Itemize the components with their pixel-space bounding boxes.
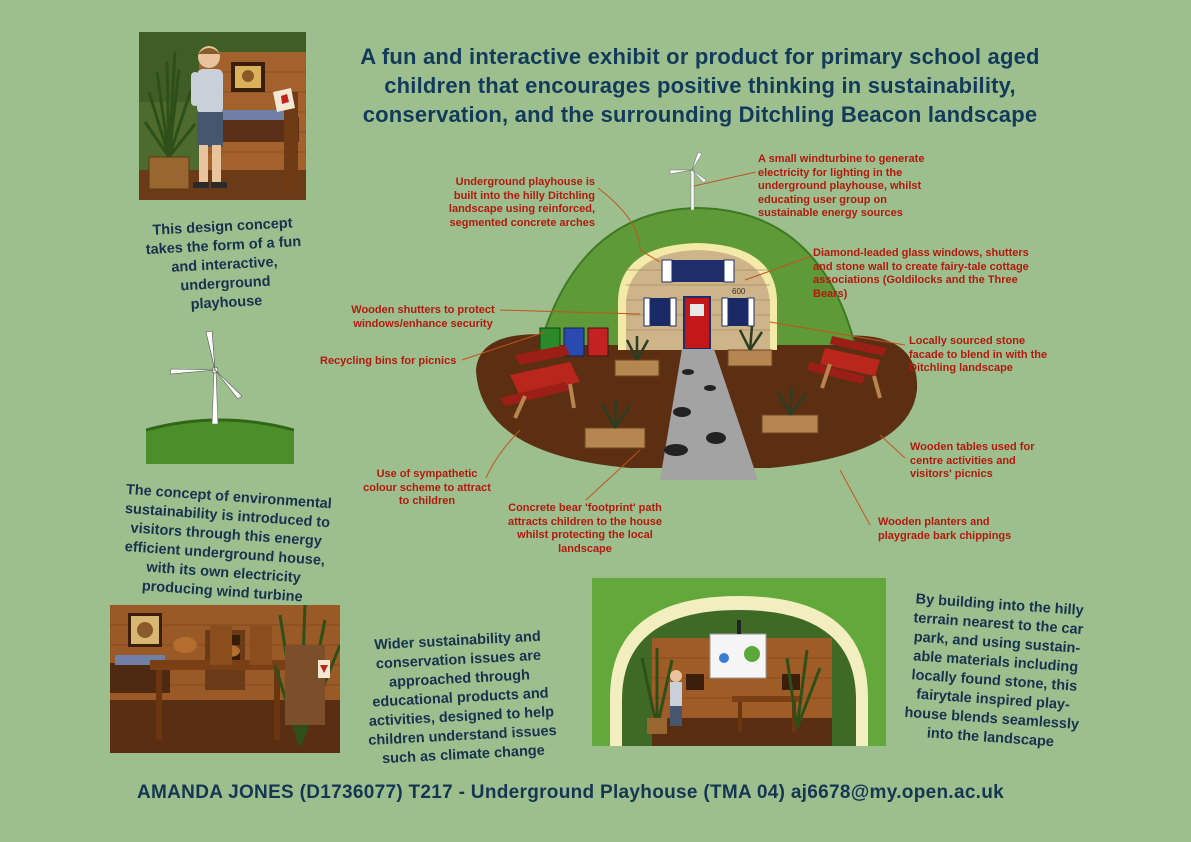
note-shutters: Wooden shutters to protect windows/enhan… (351, 304, 495, 330)
wind-turbine-image (146, 330, 294, 464)
note-windows: Diamond-leaded glass windows, shutters a… (813, 247, 1029, 300)
note-tables: Wooden tables used for centre activities… (910, 441, 1035, 480)
footer-credit: AMANDA JONES (D1736077) T217 - Undergrou… (137, 782, 1005, 803)
interior-child-image (139, 32, 306, 200)
note-windturbine: A small windturbine to generate electric… (758, 153, 925, 219)
note-recycling: Recycling bins for picnics (320, 355, 457, 367)
note-footprint: Concrete bear 'footprint' path attracts … (507, 502, 663, 555)
playhouse-illustration: 600 (470, 150, 925, 490)
interior-table-image (110, 605, 340, 753)
note-underground: Underground playhouse is built into the … (448, 176, 595, 229)
note-stone: Locally sourced stone facade to blend in… (909, 335, 1048, 374)
house-number: 600 (732, 287, 746, 296)
tunnel-interior-image (592, 578, 886, 746)
note-colour: Use of sympathetic colour scheme to attr… (363, 468, 491, 507)
page-title: A fun and interactive exhibit or product… (360, 44, 1040, 127)
note-planters: Wooden planters and playgrade bark chipp… (878, 516, 1012, 542)
